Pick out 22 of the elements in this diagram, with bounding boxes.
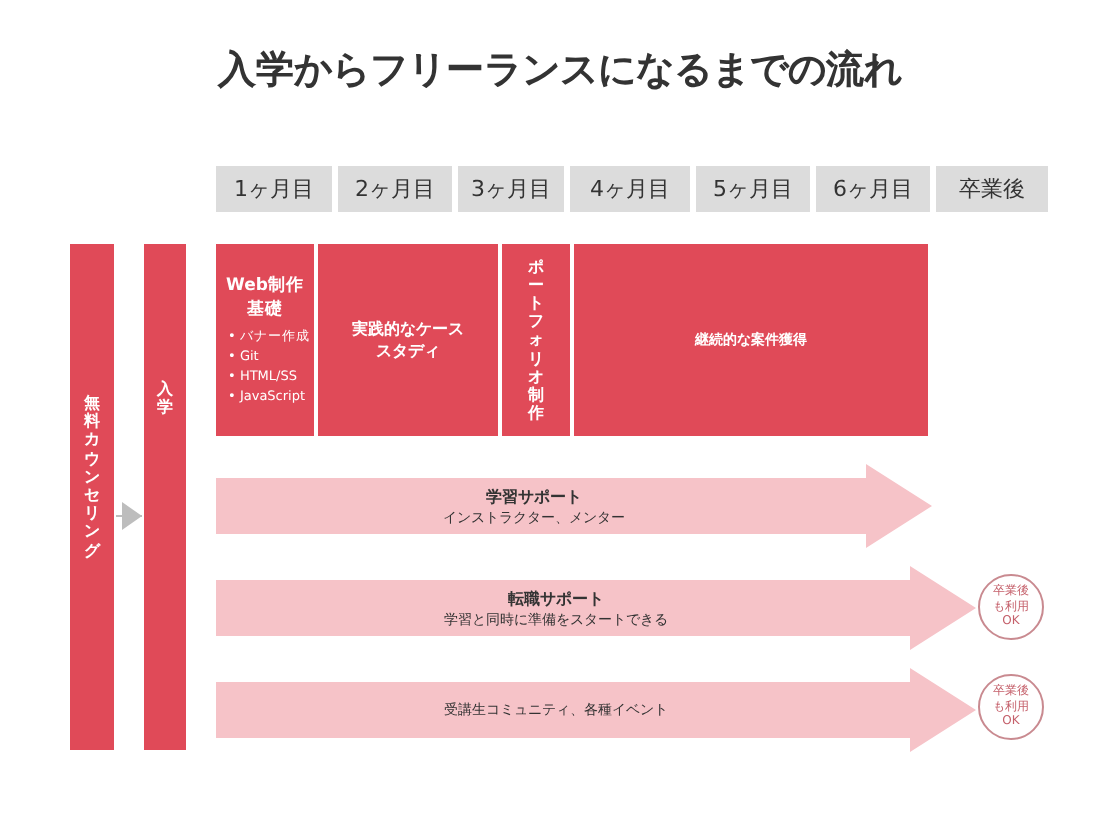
vertical-label: ポートフォリオ制作 [528, 257, 544, 423]
month-header: 卒業後 [936, 166, 1048, 212]
step-bar [70, 244, 114, 750]
vertical-label: 入学 [157, 380, 173, 417]
month-header: 2ヶ月目 [338, 166, 452, 212]
phase-box [502, 244, 570, 436]
month-header: 6ヶ月目 [816, 166, 930, 212]
vertical-label: 無料カウンセリング [84, 394, 100, 560]
phase-heading: Web制作基礎 [225, 273, 305, 322]
support-heading: 転職サポート [508, 587, 604, 609]
arrow [115, 502, 143, 530]
month-header: 3ヶ月目 [458, 166, 564, 212]
phase-box [318, 244, 498, 436]
step-bar [144, 244, 186, 750]
phase-box [574, 244, 928, 436]
support-heading: 学習サポート [486, 485, 582, 507]
month-header: 5ヶ月目 [696, 166, 810, 212]
phase-box [216, 244, 314, 436]
month-header: 1ヶ月目 [216, 166, 332, 212]
phase-label: 実践的なケーススタディ [350, 318, 466, 362]
month-header: 4ヶ月目 [570, 166, 690, 212]
title: 入学からフリーランスになるまでの流れ [215, 46, 904, 96]
